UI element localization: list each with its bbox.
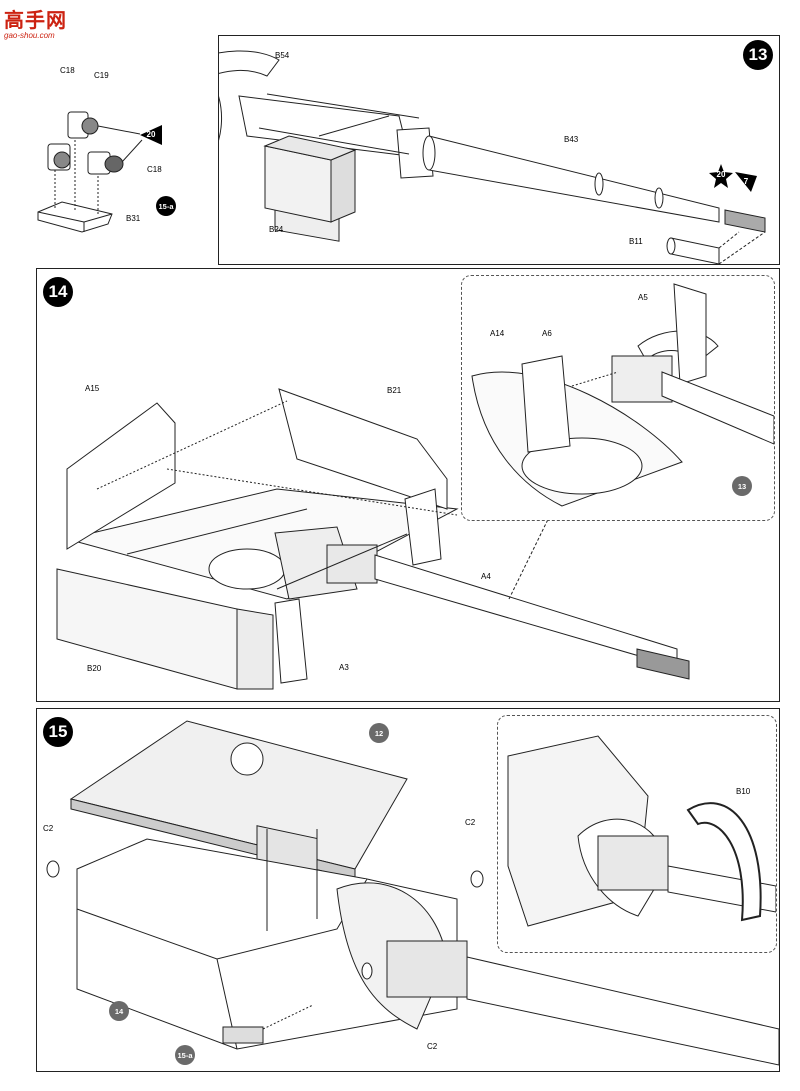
paint-star-20-text: 20 — [716, 170, 726, 179]
paint-callout-7-flag: 7 — [735, 172, 757, 192]
step-14-number: 14 — [43, 277, 73, 307]
watermark-url: gao-shou.com — [4, 31, 55, 40]
step-14-panel: 14 A15 B21 A4 A3 B20 A5 A14 A6 13 — [36, 268, 780, 702]
label-b54: B54 — [275, 51, 290, 60]
label-b43: B43 — [564, 135, 579, 144]
label-c18-left: C18 — [60, 66, 75, 75]
label-c2-bottom: C2 — [427, 1042, 438, 1051]
paint-callout-7-text: 7 — [743, 177, 749, 186]
step-13-drawing — [219, 50, 766, 264]
inset-label-a6: A6 — [542, 329, 552, 338]
step-14-drawing — [56, 388, 690, 690]
inset-label-a5: A5 — [638, 293, 648, 302]
step-15-number: 15 — [43, 717, 73, 747]
inset-label-a14: A14 — [490, 329, 505, 338]
label-b21: B21 — [387, 386, 402, 395]
watermark-logo: 高手网 gao-shou.com — [4, 4, 67, 40]
step-15-drawing — [46, 720, 779, 1066]
step-15-panel: 15 12 14 15-a C2 C2 C2 B10 — [36, 708, 780, 1072]
label-c19: C19 — [94, 71, 109, 80]
label-c18-right: C18 — [147, 165, 162, 174]
label-b31: B31 — [126, 214, 141, 223]
label-a4: A4 — [481, 572, 491, 581]
label-a15: A15 — [85, 384, 100, 393]
step-14-inset-drawing — [471, 283, 774, 507]
ref-badge-13: 13 — [732, 476, 752, 496]
watermark-text: 高手网 — [4, 8, 67, 32]
ref-badge-15a: 15-a — [175, 1045, 195, 1065]
ref-badge-12: 12 — [369, 723, 389, 743]
inset-label-b10: B10 — [736, 787, 751, 796]
label-b24: B24 — [269, 225, 284, 234]
step-15-inset: B10 — [497, 715, 777, 953]
paint-star-20: 20 — [709, 164, 733, 188]
label-c2-right: C2 — [465, 818, 476, 827]
label-c2-left: C2 — [43, 824, 54, 833]
step-15-inset-drawing — [507, 735, 776, 927]
paint-callout-20-flag: 20 — [140, 125, 162, 145]
paint-callout-20-text: 20 — [146, 130, 156, 139]
label-a3: A3 — [339, 663, 349, 672]
ref-badge-14: 14 — [109, 1001, 129, 1021]
ref-badge-15a: 15-a — [156, 196, 176, 216]
step-13-panel: 13 B54 B24 B43 B11 20 7 — [218, 35, 780, 265]
label-b20: B20 — [87, 664, 102, 673]
step-13-number: 13 — [743, 40, 773, 70]
step-14-inset: A5 A14 A6 13 — [461, 275, 775, 521]
label-b11: B11 — [629, 237, 643, 246]
